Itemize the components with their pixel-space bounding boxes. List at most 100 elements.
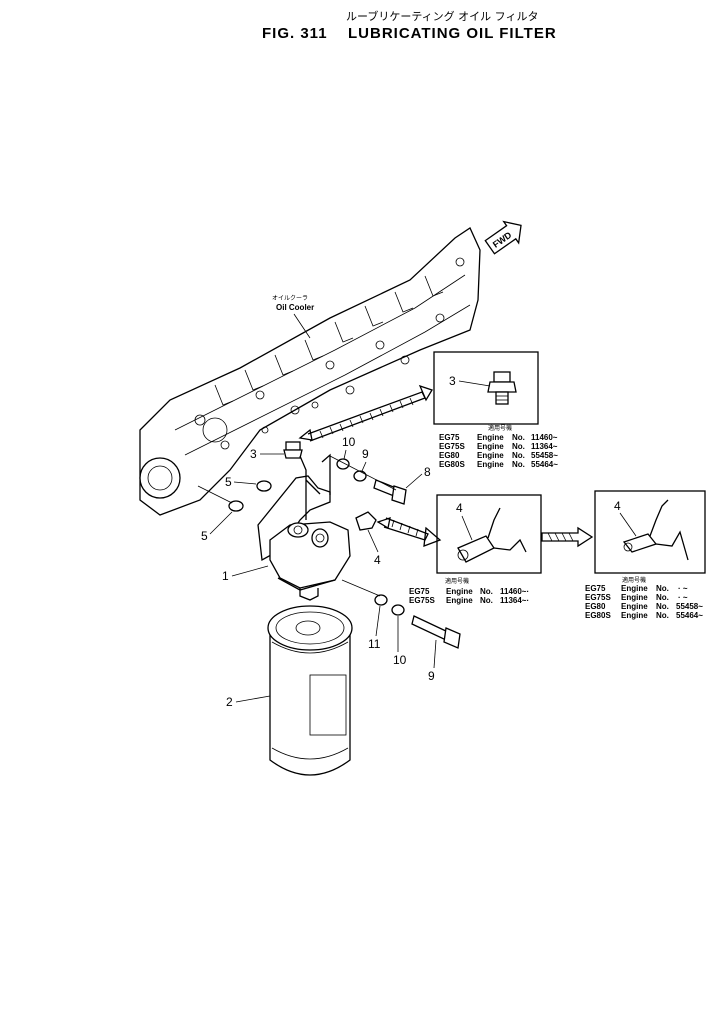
table-a-serial-1: 11364~ [531,442,558,451]
washer-11 [374,594,388,606]
callout-7: 9 [362,447,369,461]
bolt-6 [373,479,407,505]
detail-box-switch-alt [594,490,706,574]
table-b-no-0: No. [480,587,493,596]
callout-4-detail-alt-leader [619,512,637,537]
table-a-serial-0: 11460~ [531,433,558,442]
table-a-serial-3: 55464~ [531,460,558,469]
callout-5b-leader [209,511,233,535]
table-b-serial-0: 11460~· [500,587,529,596]
detail-box-switch [436,494,542,574]
table-a-no-2: No. [512,451,525,460]
table-a-model-3: EG80S [439,460,465,469]
applicability-table-a: 適用号機 EG75 Engine No. 11460~ EG75S Engine… [439,424,558,469]
callout-4-detail-alt: 4 [614,499,621,513]
table-b-engine-1: Engine [446,596,473,605]
callout-6: 8 [424,465,431,479]
oil-cooler-leader [293,313,311,339]
figure-title: LUBRICATING OIL FILTER [348,25,557,42]
table-c-no-3: No. [656,611,669,620]
hatched-arrow-1 [298,384,433,442]
callout-3-detail-leader [458,380,491,387]
callout-8: 10 [342,435,356,449]
sensor-part-3 [283,441,303,459]
callout-4: 4 [374,553,381,567]
table-c-engine-2: Engine [621,602,648,611]
washer-8 [336,458,350,470]
callout-5a-leader [233,481,257,485]
callout-4-detail-leader [461,515,473,541]
hatched-arrow-3 [541,526,594,548]
callout-8-leader [343,449,347,460]
table-c-model-0: EG75 [585,584,606,593]
hatched-arrow-2 [376,517,442,547]
detail-box-sensor [433,351,539,425]
table-c-header: 適用号機 [622,576,646,584]
oil-cooler-label: Oil Cooler [276,303,314,312]
fwd-arrow-icon: FWD [484,220,522,255]
washer-7 [353,470,367,482]
bolt-9-guide [341,579,381,597]
table-b-model-0: EG75 [409,587,430,596]
table-c-engine-1: Engine [621,593,648,602]
oil-pressure-switch-icon [457,507,527,563]
oil-cooler [139,227,481,516]
callout-3-detail: 3 [449,374,456,388]
table-c-serial-0: · ~ [678,584,688,593]
table-b-serial-1: 11364~· [500,596,529,605]
bolt-guide [329,455,397,491]
callout-4-leader [367,529,379,553]
filter-head-part-1 [257,453,351,601]
callout-6-leader [405,473,423,489]
oil-pressure-switch-alt-icon [622,499,689,561]
table-a-no-1: No. [512,442,525,451]
table-c-no-0: No. [656,584,669,593]
callout-3: 3 [250,447,257,461]
table-b-header: 適用号機 [445,577,469,585]
title-japanese: ルーブリケーティング オイル フィルタ [346,9,538,23]
callout-10: 10 [393,653,407,667]
washer-10 [391,604,405,616]
table-a-model-2: EG80 [439,451,460,460]
table-c-model-3: EG80S [585,611,611,620]
callout-9: 9 [428,669,435,683]
table-b-model-1: EG75S [409,596,435,605]
table-a-serial-2: 55458~ [531,451,558,460]
applicability-table-b: 適用号機 EG75 Engine No. 11460~· EG75S Engin… [409,577,529,605]
o-ring-5b [228,500,244,512]
table-c-engine-3: Engine [621,611,648,620]
table-a-no-0: No. [512,433,525,442]
callout-1-leader [231,565,269,577]
callout-11: 11 [368,637,381,651]
o-ring-guide [197,485,233,504]
table-c-serial-1: · ~ [678,593,688,602]
table-c-model-2: EG80 [585,602,606,611]
o-ring-5a [256,480,272,492]
table-a-engine-3: Engine [477,460,504,469]
oil-cooler-label-jp: オイルクーラ [272,295,308,302]
table-b-engine-0: Engine [446,587,473,596]
table-a-engine-2: Engine [477,451,504,460]
callout-11-leader [375,605,381,637]
callout-7-leader [361,461,367,472]
table-c-serial-2: 55458~ [676,602,703,611]
table-c-model-1: EG75S [585,593,611,602]
bolt-9 [411,615,461,649]
callout-5a: 5 [225,475,232,489]
oil-filter-cartridge-part-2 [267,605,353,776]
callout-5b: 5 [201,529,208,543]
callout-2-leader [235,695,271,703]
table-a-model-1: EG75S [439,442,465,451]
table-c-no-2: No. [656,602,669,611]
callout-1: 1 [222,569,229,583]
callout-9-leader [433,639,437,669]
figure-number: FIG. 311 [262,25,328,42]
table-a-no-3: No. [512,460,525,469]
fwd-label: FWD [491,230,514,250]
table-a-engine-1: Engine [477,442,504,451]
table-c-engine-0: Engine [621,584,648,593]
callout-2: 2 [226,695,233,709]
switch-part-4 [355,511,377,531]
